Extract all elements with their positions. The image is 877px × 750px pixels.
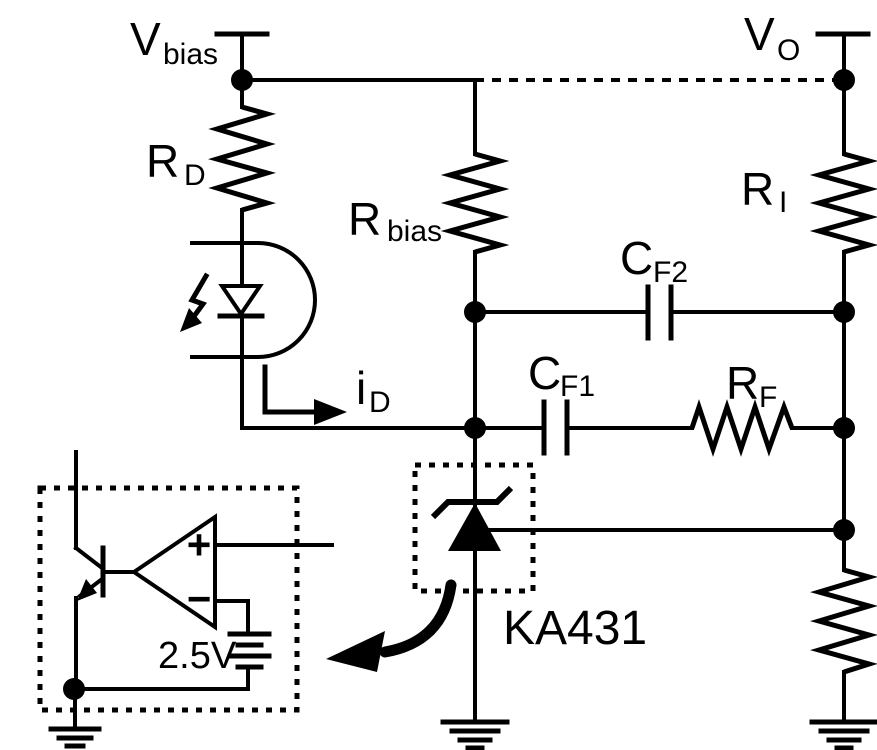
cf2-capacitor [473, 284, 846, 341]
rf-label-sub: F [759, 381, 777, 414]
callout-arrow-curve [379, 579, 457, 658]
rd-resistor [208, 104, 276, 213]
junction-dot [833, 417, 855, 439]
ka431-cathode-bar [430, 485, 514, 520]
cf1-rf-row [240, 399, 846, 457]
flash-zigzag [188, 272, 210, 323]
reference-voltage-label: 2.5V [158, 635, 237, 677]
id-label-sub: D [369, 386, 391, 419]
component-labels: R D R bias R I C F2 C F1 R F i D KA431 2… [146, 135, 787, 677]
ka431-triangle [448, 503, 501, 551]
id-arrow-line [262, 364, 319, 415]
rd-label-sub: D [184, 159, 206, 192]
ka431-shunt-regulator [412, 462, 846, 594]
ka431-internal-schematic: + − [37, 450, 334, 749]
ka431-ground [440, 719, 510, 750]
reference-battery [227, 631, 272, 670]
resistor-zigzag [440, 151, 510, 255]
junction-dot [833, 69, 855, 91]
rbias-label: R [348, 193, 381, 245]
opamp-plus-label: + [187, 521, 212, 568]
internal-dashed-box [37, 485, 300, 713]
rf-resistor-zigzag [689, 399, 795, 457]
resistor-zigzag [208, 104, 276, 213]
opto-package-arc [255, 240, 317, 360]
junction-dot [464, 301, 486, 323]
cf1-label-sub: F1 [560, 370, 595, 403]
junction-dot [464, 417, 486, 439]
cf2-label-sub: F2 [653, 256, 688, 289]
collector-diagonal [73, 545, 105, 571]
vo-label: V [744, 8, 775, 60]
id-label: i [356, 362, 366, 414]
junction-dot [833, 519, 855, 541]
ri-label-sub: I [779, 186, 787, 219]
rd-label: R [146, 135, 179, 187]
callout-arrow [326, 579, 457, 672]
led-icon [218, 284, 264, 318]
vbias-label: V [130, 13, 161, 65]
cf2-label: C [620, 232, 653, 284]
junction-dot [231, 69, 253, 91]
id-current-arrow [262, 364, 347, 425]
divider-resistor-zigzag [810, 567, 877, 675]
junction-dots [63, 69, 855, 700]
vo-rail [815, 31, 871, 156]
optocoupler [180, 208, 317, 430]
opamp-triangle [130, 513, 217, 631]
output-ground [809, 719, 877, 750]
junction-dot [833, 301, 855, 323]
rbias-branch [440, 78, 510, 724]
ka431-dashed-box [412, 462, 536, 594]
net-labels: V bias V O [130, 8, 800, 71]
error-amplifier: + − [130, 513, 217, 631]
rbias-label-sub: bias [387, 215, 442, 248]
ri-label: R [741, 163, 774, 215]
cf1-label: C [528, 347, 561, 399]
ka431-label: KA431 [503, 602, 647, 655]
junction-dot [63, 678, 85, 700]
vbias-rail [214, 31, 844, 109]
npn-transistor [73, 545, 136, 691]
resistor-zigzag [809, 151, 877, 255]
vo-label-sub: O [777, 34, 800, 67]
id-arrowhead [314, 399, 347, 425]
callout-arrowhead [326, 631, 385, 672]
flash-arrowhead [180, 308, 202, 332]
light-emission-arrow-icon [180, 272, 210, 332]
emitter-arrowhead [77, 579, 97, 601]
opamp-minus-label: − [187, 575, 212, 622]
vbias-label-sub: bias [163, 38, 218, 71]
rf-label: R [726, 357, 759, 409]
